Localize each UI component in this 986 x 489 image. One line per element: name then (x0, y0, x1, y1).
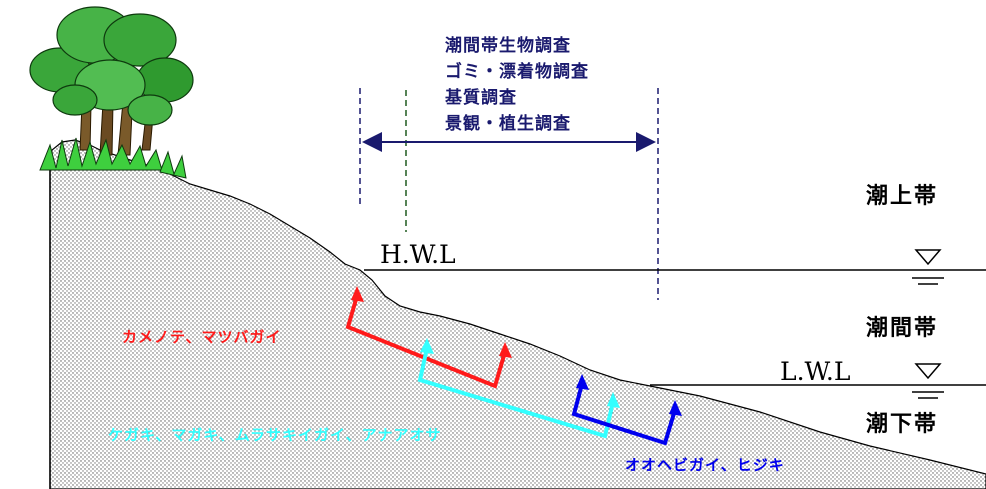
cyan-species-range (417, 347, 615, 439)
species-label-cyan: ケガキ、マガキ、ムラサキイガイ、アナアオサ (108, 426, 442, 444)
blue-species-range (571, 383, 677, 446)
red-arrowhead-lower (499, 342, 512, 358)
species-label-blue: オオヘビガイ、ヒジキ (625, 456, 785, 474)
survey-label-intertidal-biota: 潮間帯生物調査 (445, 36, 571, 56)
red-arrowhead-upper (351, 286, 364, 302)
tree-illustration (29, 6, 194, 179)
red-species-range (345, 295, 507, 389)
survey-label-substrate: 基質調査 (445, 88, 517, 108)
cyan-arrowhead-lower (607, 392, 620, 408)
zone-label-subtidal: 潮下帯 (866, 412, 939, 437)
hwl-water-symbol (912, 249, 944, 285)
blue-arrowhead-lower (669, 400, 682, 416)
lwl-label: L.W.L (780, 357, 851, 386)
species-label-red: カメノテ、マツバガイ (122, 328, 282, 346)
lwl-water-symbol (912, 363, 944, 399)
survey-label-landscape-vegetation: 景観・植生調査 (445, 114, 571, 134)
blue-arrowhead-upper (576, 374, 589, 390)
survey-label-debris: ゴミ・漂着物調査 (445, 62, 589, 82)
cyan-arrowhead-upper (420, 338, 434, 354)
zone-label-intertidal: 潮間帯 (866, 316, 939, 341)
hwl-label: H.W.L (380, 240, 456, 269)
zone-label-supralittoral: 潮上帯 (866, 184, 939, 209)
